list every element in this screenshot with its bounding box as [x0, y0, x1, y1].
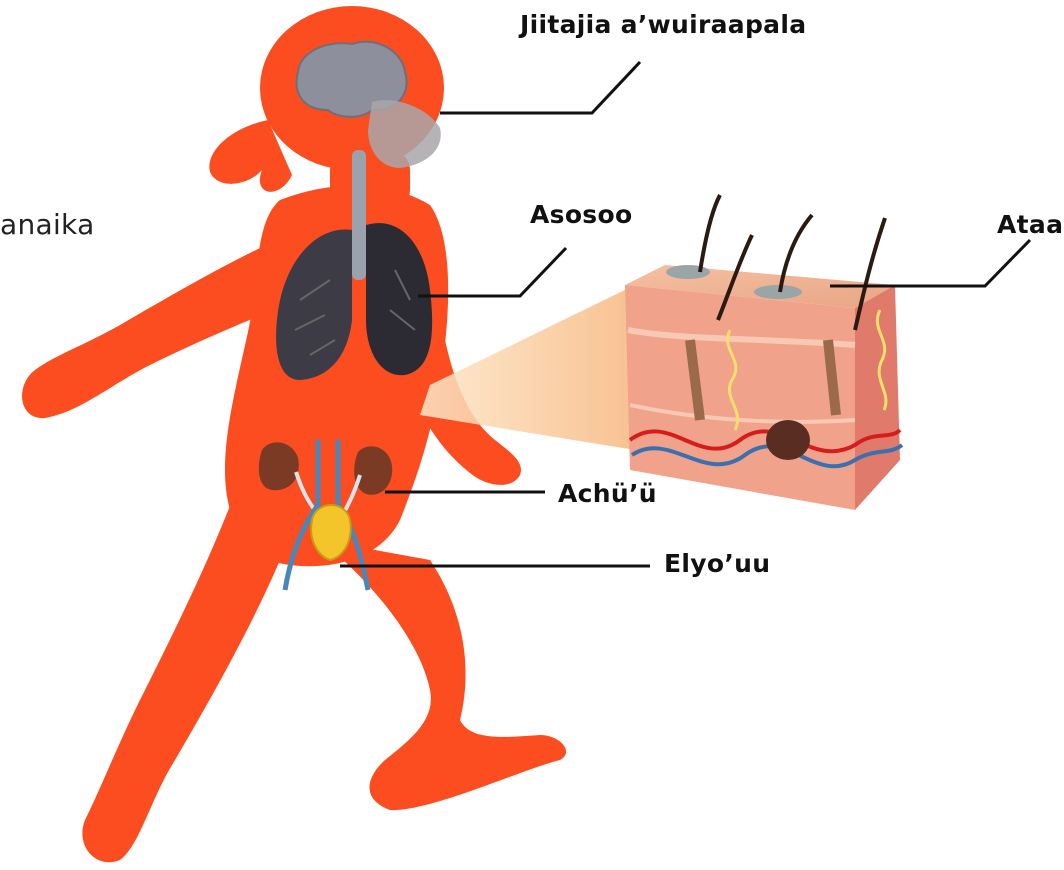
label-bladder: Elyo’uu — [664, 549, 770, 578]
skin-cross-section — [625, 195, 902, 510]
label-kidneys: Achü’ü — [558, 479, 657, 508]
label-left-partial: anaika — [0, 208, 95, 241]
leader-line-throat — [440, 62, 640, 113]
leader-line-skin — [830, 240, 1030, 286]
label-skin: Ataa — [997, 210, 1063, 239]
body-silhouette — [22, 6, 566, 862]
label-throat: Jiitajia a’wuiraapala — [520, 10, 806, 39]
label-lungs: Asosoo — [530, 200, 632, 229]
